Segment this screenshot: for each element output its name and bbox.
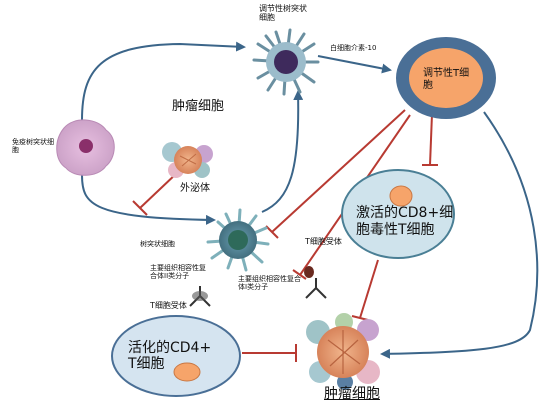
label-immature-dc: 免疫树突状细 胞	[12, 138, 54, 155]
tcr-receptor-left	[189, 286, 211, 307]
arrow-immature-to-dc	[81, 174, 216, 225]
inhibit-tumor-to-dc	[139, 171, 179, 209]
inhibit-treg-to-cd8	[429, 113, 433, 166]
regulatory-t-cell	[396, 37, 496, 119]
label-activated-cd4: 活化的CD4+ T细胞	[128, 340, 212, 373]
label-tcr-left: T细胞受体	[150, 301, 187, 310]
label-tumor-cell-top: 肿瘤细胞	[172, 99, 225, 114]
label-regulatory-dc: 调节性树突状 细胞	[259, 4, 307, 23]
dendritic-cell	[206, 208, 270, 272]
immature-dc-cell	[56, 119, 115, 176]
activated-cd8-cell	[341, 169, 455, 259]
inhibit-treg-to-dc	[271, 109, 406, 233]
label-mhc1: 主要组织相容性复合 体I类分子	[238, 275, 301, 292]
arrow-treg-to-tumor	[380, 111, 539, 359]
regulatory-dc-cell	[252, 28, 320, 96]
label-tcr-right: T细胞受体	[305, 237, 342, 246]
tumor-cell-large	[306, 313, 380, 390]
label-dendritic-cell: 树突状细胞	[140, 240, 175, 248]
label-activated-cd8: 激活的CD8+细 胞毒性T细胞	[356, 205, 454, 238]
label-mhc2: 主要组织相容性复 合体II类分子	[150, 264, 206, 281]
arrow-dc-to-regdc	[261, 90, 304, 213]
label-tumor-cell-bottom: 肿瘤细胞	[324, 386, 380, 402]
tcr-receptor-right	[304, 266, 327, 299]
inhibit-cd8-to-tumor	[359, 259, 379, 319]
activated-cd4-cell	[111, 315, 241, 397]
label-regulatory-t: 调节性T细 胞	[423, 68, 470, 91]
label-exosome: 外泌体	[180, 183, 210, 194]
arrow-il10	[317, 55, 392, 74]
tumor-cell-small	[162, 142, 213, 178]
arrow-immature-to-regdc	[81, 41, 246, 121]
label-il10: 白细胞介素-10	[330, 44, 377, 52]
